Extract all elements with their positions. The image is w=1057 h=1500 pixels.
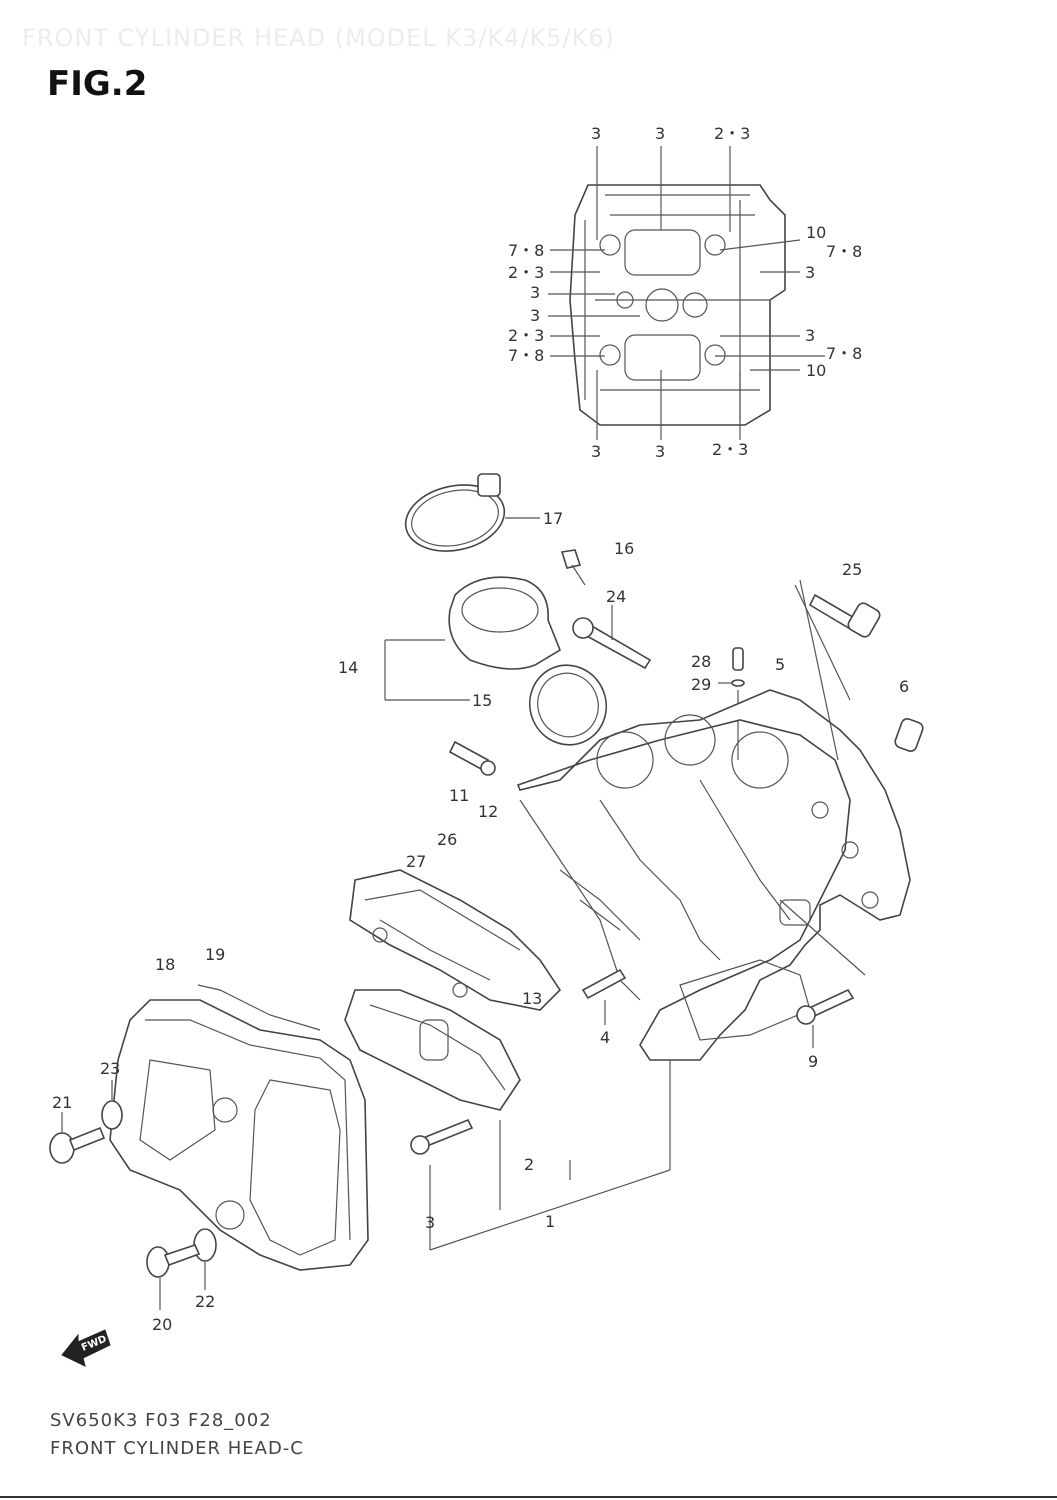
- callout-26: 26: [437, 830, 457, 849]
- callout-12: 12: [478, 802, 498, 821]
- callout-27: 27: [406, 852, 426, 871]
- callout-4: 4: [600, 1028, 610, 1047]
- callout-top-7-8-c: 7・8: [826, 242, 862, 261]
- callout-16: 16: [614, 539, 634, 558]
- exploded-callouts: 17 16 25 24 14 15 28 29 5 6 11 12 26 27 …: [52, 509, 909, 1334]
- callout-top-3-d: 3: [530, 306, 540, 325]
- cover-gasket: [197, 984, 321, 1031]
- callout-17: 17: [543, 509, 563, 528]
- callout-top-7-8-b: 7・8: [508, 346, 544, 365]
- callout-top-2-3-d: 2・3: [712, 440, 748, 459]
- callout-6: 6: [899, 677, 909, 696]
- short-bolt: [448, 740, 496, 776]
- callout-top-3-c: 3: [530, 283, 540, 302]
- callout-top-2-3-b: 2・3: [508, 263, 544, 282]
- callout-top-3-f: 3: [805, 326, 815, 345]
- grommet-upper: [101, 1080, 123, 1130]
- cover-bolt: [410, 1118, 474, 1250]
- top-view-leaders: [548, 146, 825, 440]
- cover-bolt-upper: [49, 1112, 106, 1164]
- callout-top-3-a: 3: [591, 124, 601, 143]
- diagram-code: SV650K3 F03 F28_002: [50, 1410, 272, 1431]
- assembly-leaders: [429, 579, 866, 1251]
- cylinder-head-cover: [109, 999, 369, 1271]
- temperature-sensor: [718, 647, 745, 760]
- callout-1: 1: [545, 1212, 555, 1231]
- cover-bolt-lower: [146, 1244, 201, 1310]
- callout-21: 21: [52, 1093, 72, 1112]
- stud-bolt: [581, 968, 627, 1025]
- hose-clamp: [404, 473, 540, 552]
- long-bolt-upper: [794, 584, 881, 701]
- dowel-pin: [894, 718, 924, 752]
- callout-28: 28: [691, 652, 711, 671]
- callout-2: 2: [524, 1155, 534, 1174]
- callout-top-3-h: 3: [655, 442, 665, 461]
- callout-top-3-e: 3: [805, 263, 815, 282]
- callout-19: 19: [205, 945, 225, 964]
- callout-top-7-8-a: 7・8: [508, 241, 544, 260]
- callout-top-3-b: 3: [655, 124, 665, 143]
- callout-14: 14: [338, 658, 358, 677]
- callout-22: 22: [195, 1292, 215, 1311]
- callout-11: 11: [449, 786, 469, 805]
- diagram-name: FRONT CYLINDER HEAD-C: [50, 1438, 304, 1459]
- thermostat-housing: [384, 576, 561, 701]
- callout-24: 24: [606, 587, 626, 606]
- o-ring: [528, 664, 608, 746]
- callout-5: 5: [775, 655, 785, 674]
- camshaft-gasket: [349, 869, 562, 1011]
- long-bolt-middle: [572, 605, 652, 670]
- callout-15: 15: [472, 691, 492, 710]
- callout-top-2-3-c: 2・3: [508, 326, 544, 345]
- callout-top-2-3-a: 2・3: [714, 124, 750, 143]
- callout-23: 23: [100, 1059, 120, 1078]
- camshaft-housing: [344, 989, 521, 1111]
- callout-top-10-a: 10: [806, 223, 826, 242]
- figure-label: FIG.2: [47, 64, 148, 104]
- callout-top-7-8-d: 7・8: [826, 344, 862, 363]
- callout-29: 29: [691, 675, 711, 694]
- callout-top-10-b: 10: [806, 361, 826, 380]
- frame-bottom-border: [0, 1496, 1057, 1498]
- top-view-callouts: 3 3 2・3 7・8 2・3 3 3 2・3 7・8 10 7・8 3 3 7…: [508, 124, 862, 461]
- top-view-cylinder-head: [569, 184, 786, 426]
- callout-20: 20: [152, 1315, 172, 1334]
- grommet-lower: [193, 1228, 217, 1290]
- callout-9: 9: [808, 1052, 818, 1071]
- callout-13: 13: [522, 989, 542, 1008]
- forward-arrow-icon: FWD: [61, 1329, 111, 1367]
- callout-18: 18: [155, 955, 175, 974]
- callout-3: 3: [425, 1213, 435, 1232]
- callout-25: 25: [842, 560, 862, 579]
- callout-top-3-g: 3: [591, 442, 601, 461]
- cylinder-head-body: [516, 689, 911, 1061]
- small-bolt: [560, 549, 586, 586]
- head-bolt: [796, 988, 855, 1048]
- ghost-title: FRONT CYLINDER HEAD (MODEL K3/K4/K5/K6): [22, 24, 615, 52]
